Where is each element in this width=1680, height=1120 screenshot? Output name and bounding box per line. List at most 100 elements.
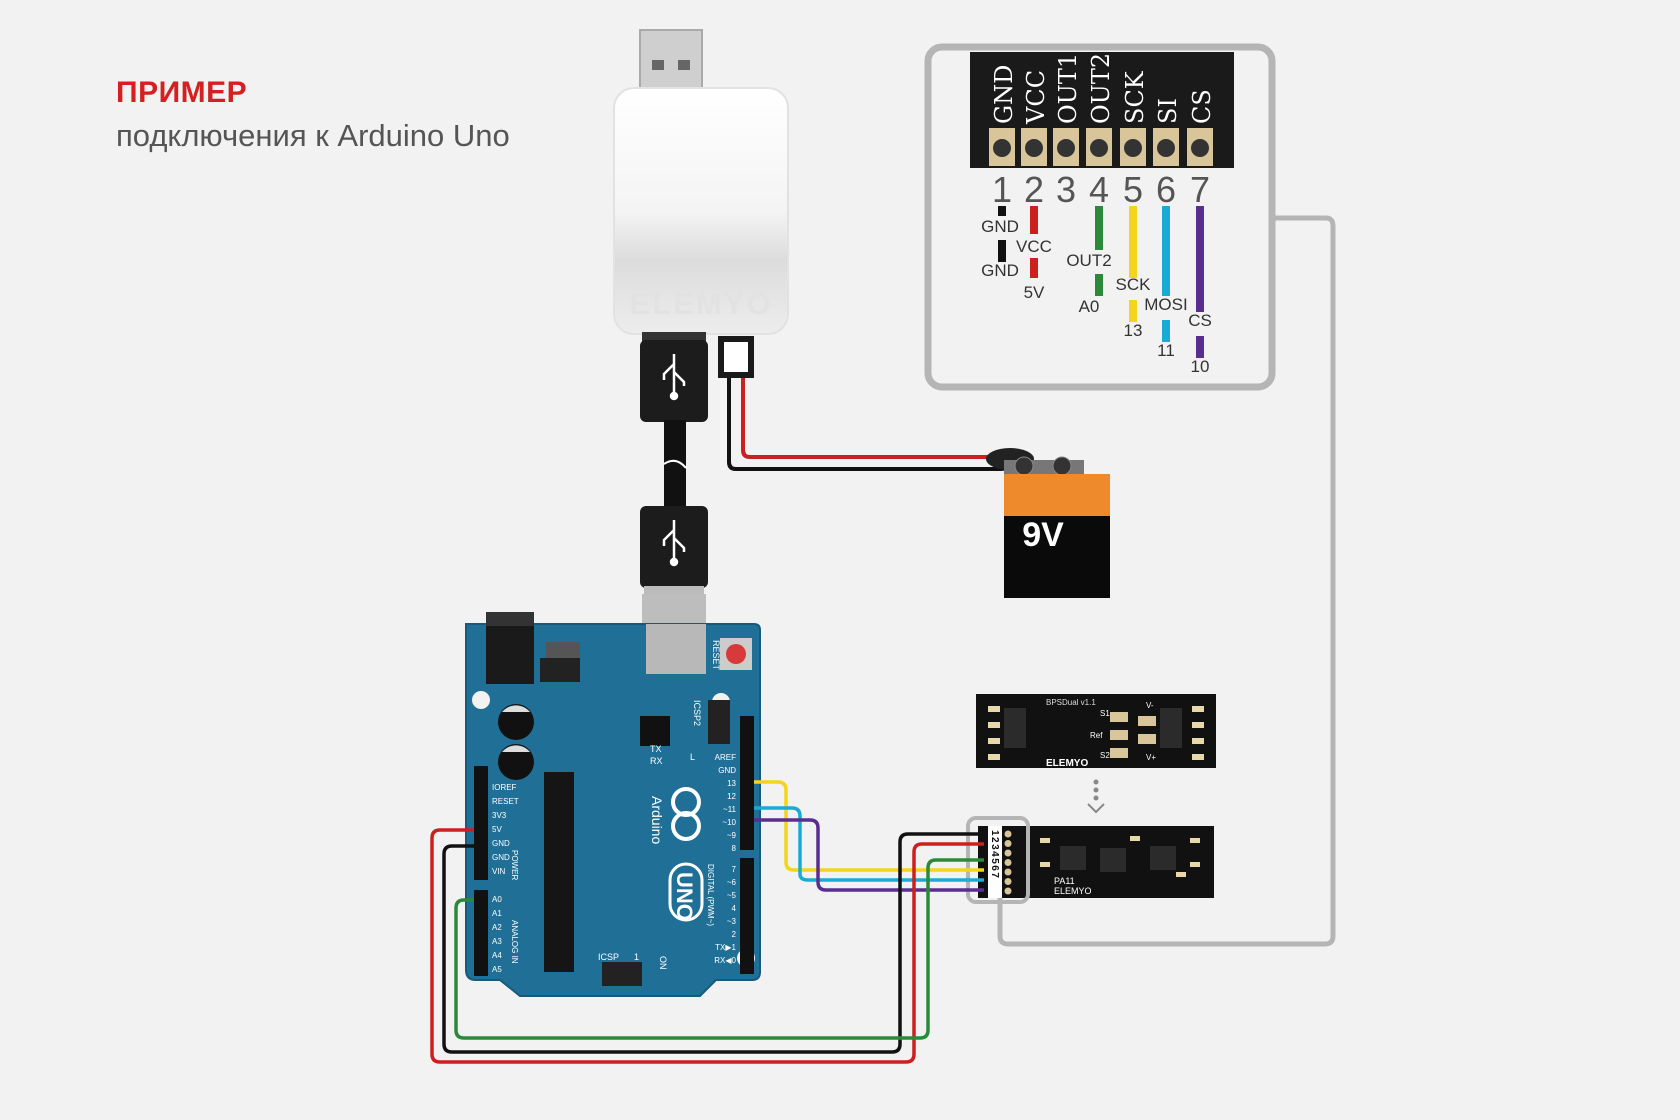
pin-module-label: GND [981,217,1019,236]
smd-pad [1130,836,1140,841]
digital-pin-label: ~6 [727,878,737,887]
pa11-pin-pad [1004,859,1012,866]
digital-pin-label: AREF [715,753,736,762]
pin-hole [993,139,1011,157]
bpsdual-brand: ELEMYO [1046,758,1088,769]
digital-pin-label: ~3 [727,917,737,926]
pa11-brand: ELEMYO [1054,886,1092,896]
digital-pin-label: 7 [732,865,737,874]
digital-pin-label: 12 [727,792,736,801]
smd-pad [1110,730,1128,740]
digital-pin-label: GND [718,766,736,775]
pin-arduino-label: 13 [1124,321,1143,340]
pin-color-bar [1162,206,1170,296]
pa11-pin-pad [1004,849,1012,857]
pin-color-bar [1030,258,1038,278]
pin-module-label: MOSI [1144,295,1187,314]
pin-color-bar [1196,336,1204,358]
pin-module-label: VCC [1016,237,1052,256]
pa11-name: PA11 [1054,876,1075,886]
smd-chip [1100,848,1126,872]
pin-number: 2 [1024,169,1044,210]
power-pin-label: VIN [492,867,506,876]
pin-arduino-label: 10 [1191,357,1210,376]
page-title: ПРИМЕР [116,76,248,109]
pinout-callout-line [997,215,1336,947]
wire-mosi [754,806,984,882]
pin-hole [1124,139,1142,157]
icsp-header [602,962,642,986]
pin-header-label: SI [1154,98,1182,124]
analog-pin-label: A4 [492,951,502,960]
analog-pin-label: A1 [492,909,502,918]
bpsdual-pad-label: Ref [1090,731,1103,740]
pa11-pin-pad [1004,878,1012,885]
smd-pad [1110,748,1128,758]
digital-pin-label: ~5 [727,891,737,900]
digital-pin-label: TX▶1 [715,943,736,952]
bpsdual-pad-label: S2 [1100,751,1110,760]
pin-color-bar [998,206,1006,216]
digital-pin-label: 2 [732,930,737,939]
pin-number: 7 [1190,169,1210,210]
icsp-label: ICSP [598,952,619,962]
pin-hole [1057,139,1075,157]
bpsdual-pad-label: S1 [1100,709,1110,718]
page-subtitle: подключения к Arduino Uno [116,118,510,153]
power-pin-label: IOREF [492,783,517,792]
wire-out2 [454,858,984,1040]
pin-arduino-label: GND [981,261,1019,280]
pa11-pin-numbers: 1234567 [989,830,1000,879]
smd-pad [1040,838,1050,843]
pa11-module: 1234567 PA11 ELEMYO [966,816,1214,904]
pin-arduino-label: 11 [1157,341,1175,360]
smd-pad [1192,738,1204,744]
smd-pad [988,754,1000,760]
smd-chip [1004,708,1026,748]
power-pin-label: GND [492,839,510,848]
smd-chip [1150,846,1176,870]
pin-color-bar [998,240,1006,262]
analog-pin-label: A5 [492,965,502,974]
smd-pad [1192,706,1204,712]
analog-label: ANALOG IN [510,920,519,964]
arduino-model: UNO [672,872,697,921]
pin-color-bar [1196,206,1204,312]
bpsdual-name: BPSDual v1.1 [1046,698,1096,707]
wire-sck [754,780,984,872]
on-label: ON [658,956,668,970]
rx-label: RX [650,756,663,766]
pin-arduino-label: 5V [1024,283,1045,302]
arduino-logo [671,787,701,841]
usb-dongle: ELEMYO [613,29,789,335]
pin-module-label: SCK [1116,275,1152,294]
pa11-pin-pad [1004,830,1012,838]
pin-hole [1191,139,1209,157]
pa11-pin-pad [1004,887,1012,895]
icsp-pin-one: 1 [634,952,639,962]
digital-pin-label: 13 [727,779,736,788]
power-label: POWER [510,850,519,880]
pin-header-label: VCC [1022,70,1050,125]
smd-chip [1060,846,1086,870]
power-pin-label: 5V [492,825,502,834]
pin-hole [1025,139,1043,157]
usb-icon [662,520,686,567]
smd-pad [1110,712,1128,722]
smd-pad [988,706,1000,712]
insert-arrow [1087,779,1105,814]
smd-pad [1190,838,1200,843]
power-connector [718,336,1016,471]
pin-color-bar [1129,206,1137,278]
pin-color-bar [1162,320,1170,342]
smd-pad [1138,716,1156,726]
analog-pin-label: A3 [492,937,502,946]
pin-color-bar [1030,206,1038,234]
usb-icon [662,354,686,401]
pin-header-label: GND [990,65,1018,124]
digital-label: DIGITAL (PWM~) [706,864,715,926]
usb-cable [640,332,708,674]
smd-pad [988,738,1000,744]
